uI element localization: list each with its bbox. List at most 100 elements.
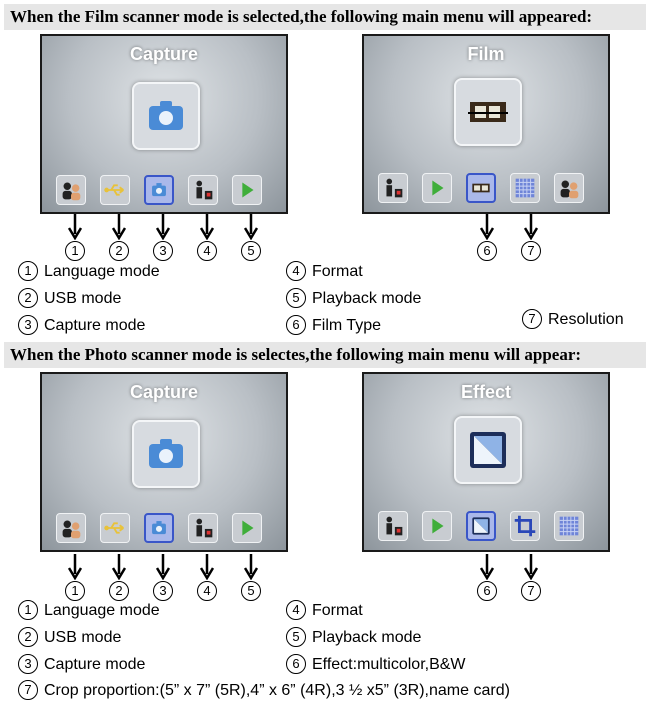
legend-text: Format xyxy=(312,263,363,281)
language-icon[interactable] xyxy=(56,513,86,543)
down-arrow-icon xyxy=(524,214,538,240)
down-arrow-icon xyxy=(68,554,82,580)
legend-item: 2 USB mode xyxy=(18,288,122,309)
legend-text: Playback mode xyxy=(312,629,422,647)
camera-icon[interactable] xyxy=(144,175,174,205)
film-type-screen: Film xyxy=(362,34,610,214)
down-arrow-icon xyxy=(68,214,82,240)
camera-icon[interactable] xyxy=(132,82,200,150)
legend-number: 6 xyxy=(286,315,306,335)
marker-number: 7 xyxy=(521,241,541,261)
legend-item: 6 Film Type xyxy=(286,315,382,336)
down-arrow-icon xyxy=(480,554,494,580)
legend-number: 6 xyxy=(286,654,306,674)
legend-item: 7 Resolution xyxy=(522,309,624,330)
marker-number: 3 xyxy=(153,241,173,261)
legend-text: Language mode xyxy=(44,263,160,281)
film-icon[interactable] xyxy=(466,173,496,203)
language-icon[interactable] xyxy=(56,175,86,205)
legend-number: 7 xyxy=(18,680,38,700)
legend-item: 1 Language mode xyxy=(18,261,160,282)
legend-item: 3 Capture mode xyxy=(18,654,146,675)
legend-item: 6 Effect:multicolor,B&W xyxy=(286,654,466,675)
legend-text: Film Type xyxy=(312,317,382,335)
legend-text: Capture mode xyxy=(44,656,146,674)
down-arrow-icon xyxy=(156,554,170,580)
legend-number: 1 xyxy=(18,261,38,281)
down-arrow-icon xyxy=(480,214,494,240)
effect-icon[interactable] xyxy=(466,511,496,541)
marker-number: 2 xyxy=(109,241,129,261)
camera-icon[interactable] xyxy=(132,420,200,488)
legend-text: Resolution xyxy=(548,311,624,329)
delete-icon[interactable] xyxy=(378,511,408,541)
legend-item: 4 Format xyxy=(286,600,363,621)
effect-icon[interactable] xyxy=(454,416,522,484)
marker-number: 1 xyxy=(65,241,85,261)
down-arrow-icon xyxy=(244,554,258,580)
photo-capture-screen: Capture xyxy=(40,372,288,552)
crop-icon[interactable] xyxy=(510,511,540,541)
screen-title: Film xyxy=(467,44,505,64)
down-arrow-icon xyxy=(244,214,258,240)
marker-number: 7 xyxy=(521,581,541,601)
play-icon[interactable] xyxy=(232,175,262,205)
marker-number: 3 xyxy=(153,581,173,601)
legend-number: 5 xyxy=(286,627,306,647)
legend-text: Format xyxy=(312,602,363,620)
legend-item: 3 Capture mode xyxy=(18,315,146,336)
photo-section-header: When the Photo scanner mode is selectes,… xyxy=(4,342,646,368)
legend-item: 7 Crop proportion:(5” x 7” (5R),4” x 6” (… xyxy=(18,680,510,701)
legend-item: 5 Playback mode xyxy=(286,627,422,648)
marker-number: 5 xyxy=(241,581,261,601)
legend-number: 4 xyxy=(286,600,306,620)
film-capture-screen: Capture xyxy=(40,34,288,214)
language-icon[interactable] xyxy=(554,173,584,203)
legend-number: 7 xyxy=(522,309,542,329)
screen-title: Effect xyxy=(460,382,511,402)
legend-item: 4 Format xyxy=(286,261,363,282)
legend-text: Capture mode xyxy=(44,317,146,335)
film-section-header: When the Film scanner mode is selected,t… xyxy=(4,4,646,30)
legend-text: Effect:multicolor,B&W xyxy=(312,656,466,674)
delete-icon[interactable] xyxy=(188,175,218,205)
play-icon[interactable] xyxy=(422,511,452,541)
legend-number: 3 xyxy=(18,315,38,335)
legend-number: 1 xyxy=(18,600,38,620)
legend-item: 2 USB mode xyxy=(18,627,122,648)
legend-number: 4 xyxy=(286,261,306,281)
down-arrow-icon xyxy=(524,554,538,580)
effect-screen: Effect xyxy=(362,372,610,552)
marker-number: 4 xyxy=(197,241,217,261)
down-arrow-icon xyxy=(200,554,214,580)
play-icon[interactable] xyxy=(232,513,262,543)
delete-icon[interactable] xyxy=(378,173,408,203)
legend-number: 2 xyxy=(18,627,38,647)
resolution-icon[interactable] xyxy=(510,173,540,203)
legend-text: USB mode xyxy=(44,290,122,308)
resolution-icon[interactable] xyxy=(554,511,584,541)
usb-icon[interactable] xyxy=(100,175,130,205)
camera-icon[interactable] xyxy=(144,513,174,543)
legend-number: 2 xyxy=(18,288,38,308)
legend-text: Playback mode xyxy=(312,290,422,308)
usb-icon[interactable] xyxy=(100,513,130,543)
down-arrow-icon xyxy=(200,214,214,240)
legend-item: 1 Language mode xyxy=(18,600,160,621)
marker-number: 5 xyxy=(241,241,261,261)
marker-number: 6 xyxy=(477,581,497,601)
down-arrow-icon xyxy=(112,554,126,580)
marker-number: 2 xyxy=(109,581,129,601)
play-icon[interactable] xyxy=(422,173,452,203)
legend-text: Language mode xyxy=(44,602,160,620)
legend-number: 3 xyxy=(18,654,38,674)
screen-title: Capture xyxy=(129,382,198,402)
marker-number: 4 xyxy=(197,581,217,601)
marker-number: 6 xyxy=(477,241,497,261)
film-icon[interactable] xyxy=(454,78,522,146)
delete-icon[interactable] xyxy=(188,513,218,543)
down-arrow-icon xyxy=(156,214,170,240)
legend-text: Crop proportion:(5” x 7” (5R),4” x 6” (4… xyxy=(44,682,510,700)
legend-text: USB mode xyxy=(44,629,122,647)
